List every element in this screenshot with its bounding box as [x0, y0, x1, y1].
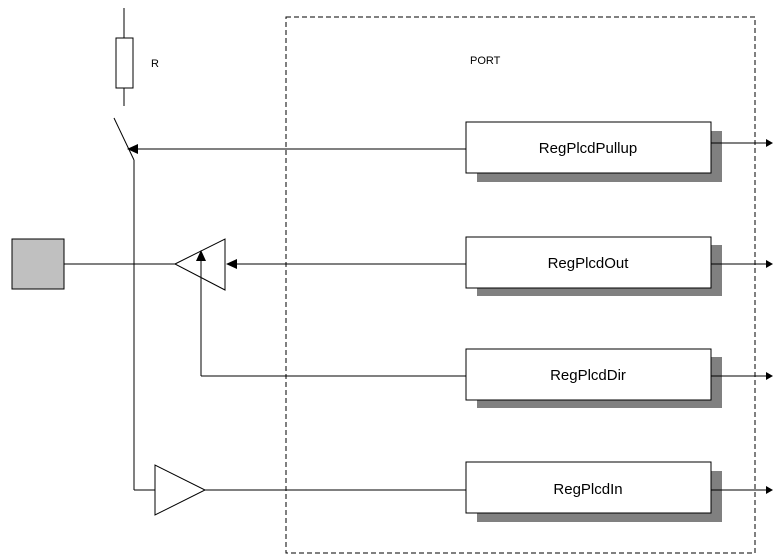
arrowhead — [127, 144, 138, 154]
output-buffer — [173, 238, 226, 291]
arrowhead — [766, 486, 773, 494]
port-label: PORT — [470, 55, 501, 67]
io-pad — [11, 238, 65, 290]
port-boundary — [285, 16, 756, 554]
register-in — [465, 461, 712, 514]
register-pullup-label: RegPlcdPullup — [539, 140, 637, 157]
register-in-label: RegPlcdIn — [553, 481, 622, 498]
register-pullup — [465, 121, 712, 174]
register-dir-label: RegPlcdDir — [550, 367, 626, 384]
arrowhead — [766, 260, 773, 268]
resistor-label: R — [151, 58, 159, 70]
pullup-switch — [113, 117, 135, 161]
arrowhead — [766, 372, 773, 380]
resistor — [115, 37, 134, 89]
register-dir — [465, 348, 712, 401]
register-out-label: RegPlcdOut — [548, 255, 630, 272]
arrowhead — [196, 250, 206, 261]
arrowhead — [226, 259, 237, 269]
register-out — [465, 236, 712, 289]
arrowhead — [766, 139, 773, 147]
input-buffer — [154, 464, 207, 516]
